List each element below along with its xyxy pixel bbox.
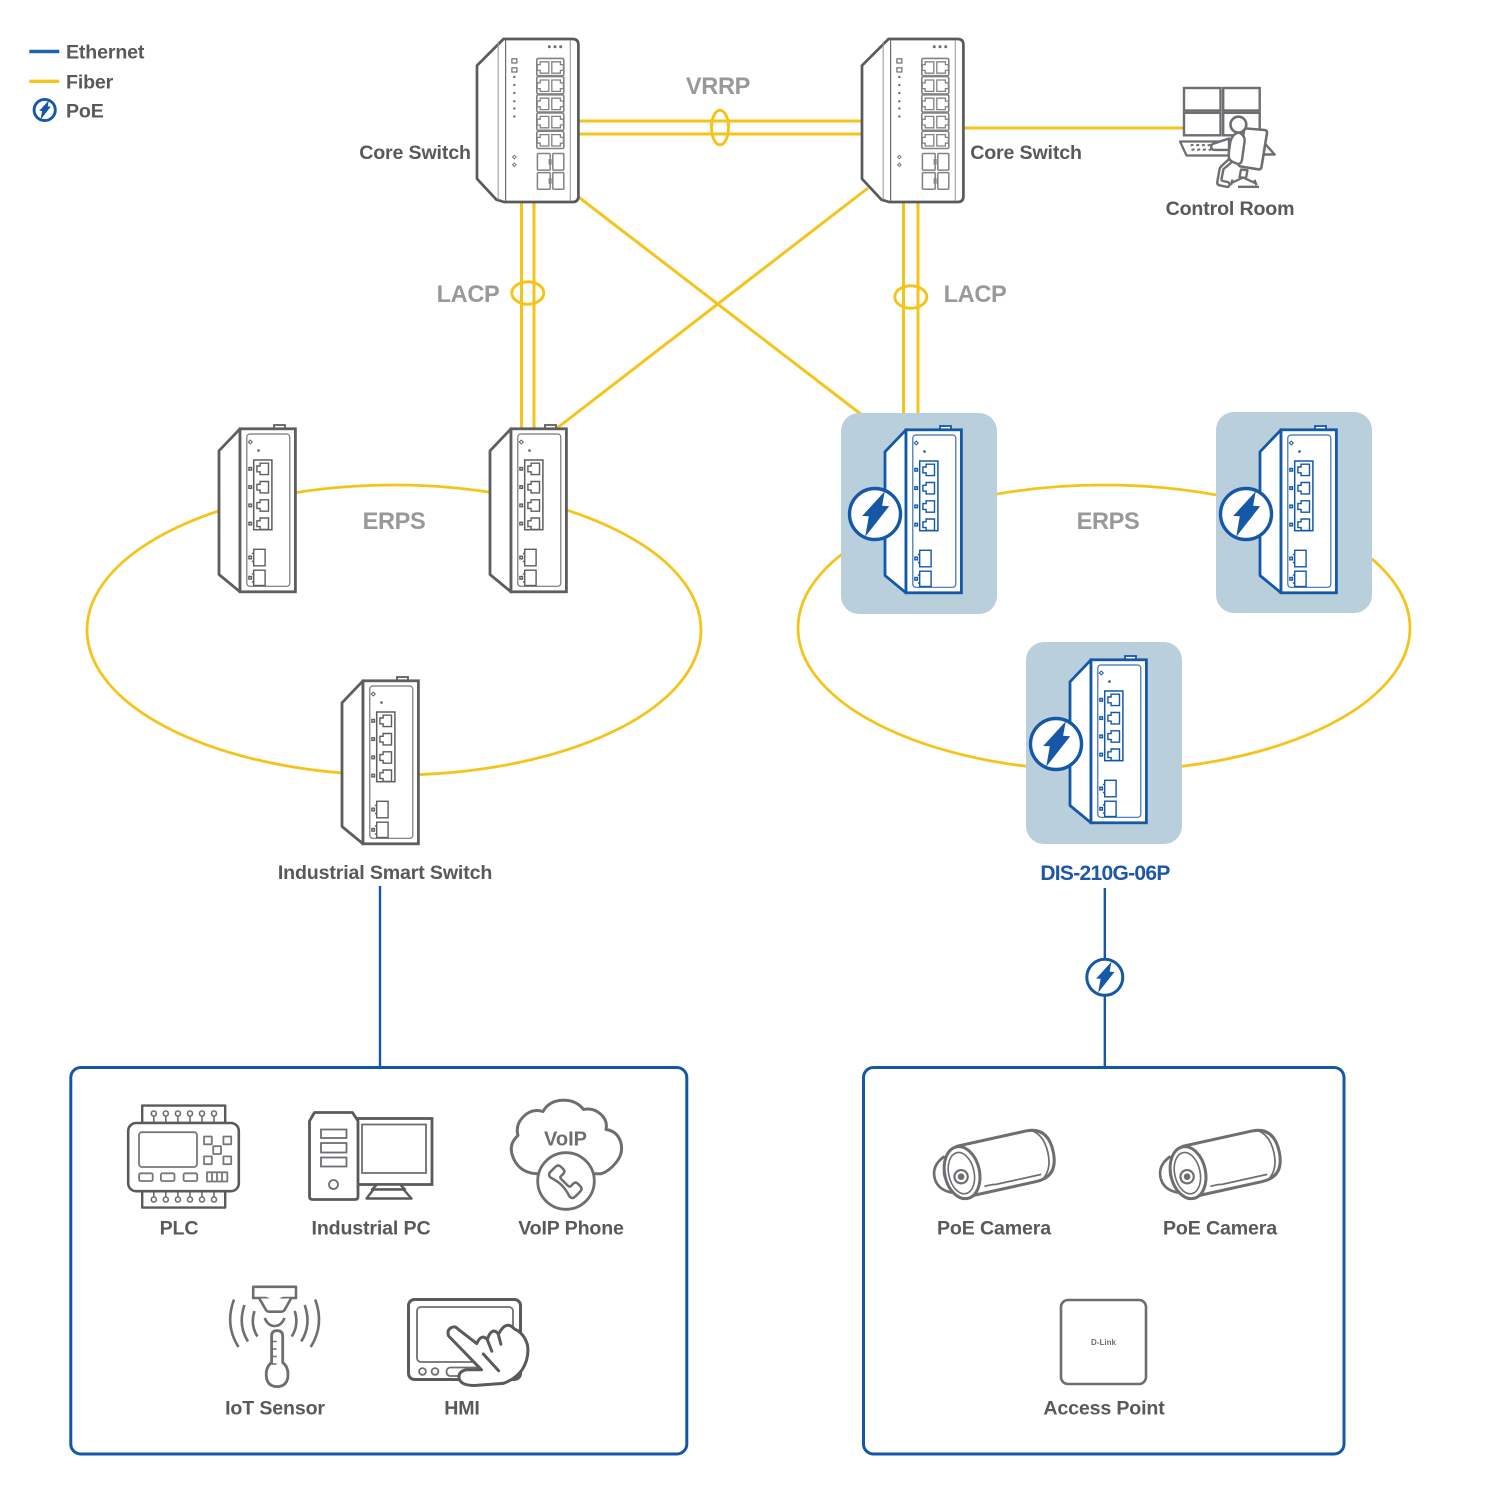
svg-text:LACP: LACP xyxy=(437,282,500,308)
svg-text:IoT Sensor: IoT Sensor xyxy=(225,1398,325,1420)
svg-text:Industrial PC: Industrial PC xyxy=(312,1218,431,1240)
svg-text:PoE: PoE xyxy=(66,100,104,122)
svg-text:VoIP Phone: VoIP Phone xyxy=(518,1218,624,1240)
svg-text:Control Room: Control Room xyxy=(1166,198,1295,220)
svg-text:DIS-210G-06P: DIS-210G-06P xyxy=(1040,862,1170,885)
svg-text:VRRP: VRRP xyxy=(686,74,750,100)
svg-text:Access Point: Access Point xyxy=(1043,1398,1165,1420)
svg-text:VoIP: VoIP xyxy=(544,1129,587,1151)
svg-text:LACP: LACP xyxy=(944,282,1007,308)
svg-text:HMI: HMI xyxy=(444,1398,479,1420)
svg-text:Ethernet: Ethernet xyxy=(66,42,145,64)
svg-text:PoE Camera: PoE Camera xyxy=(1163,1218,1278,1240)
svg-text:PLC: PLC xyxy=(160,1218,199,1240)
svg-text:Core Switch: Core Switch xyxy=(970,142,1082,164)
svg-text:ERPS: ERPS xyxy=(1077,509,1140,535)
svg-text:Industrial Smart Switch: Industrial Smart Switch xyxy=(278,862,492,884)
svg-text:ERPS: ERPS xyxy=(363,509,426,535)
svg-text:Core Switch: Core Switch xyxy=(359,142,471,164)
svg-text:D-Link: D-Link xyxy=(1091,1338,1116,1347)
svg-text:Fiber: Fiber xyxy=(66,71,114,93)
svg-text:PoE Camera: PoE Camera xyxy=(937,1218,1052,1240)
